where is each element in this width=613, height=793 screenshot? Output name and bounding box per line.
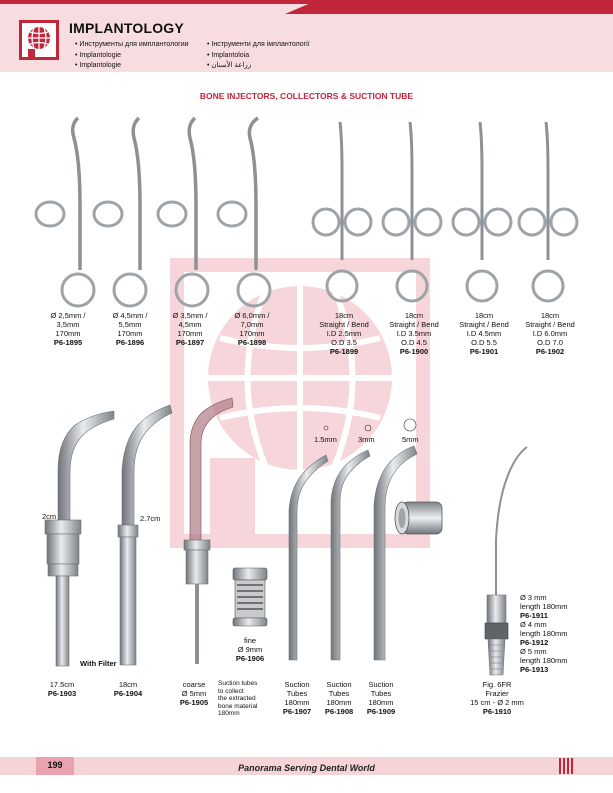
suction-tube-p6-1908	[330, 449, 371, 661]
size-label-3mm: 3mm	[358, 435, 375, 444]
size-circle-3mm	[364, 424, 372, 432]
footer-tagline: Panorama Serving Dental World	[238, 763, 375, 773]
bone-collector-filter-p6-1906	[232, 567, 268, 627]
bone-injector-p6-1898	[216, 116, 272, 308]
page-number: 199	[47, 760, 63, 770]
header-top-line	[0, 0, 613, 4]
suction-tube-p6-1909	[373, 445, 418, 661]
page-number-box	[36, 757, 74, 775]
bone-injector-p6-1896	[92, 116, 148, 308]
caption-p6-1903: 17.5cm P6-1903	[32, 680, 92, 698]
suction-tube-p6-1907	[288, 454, 329, 661]
product-code: P6-1895	[53, 338, 83, 347]
bone-injector-p6-1897	[156, 116, 210, 308]
language-list-left: Инструменты для имплантологии Implantolo…	[75, 40, 189, 72]
product-code: P6-1901	[469, 347, 499, 356]
product-code: P6-1904	[113, 689, 143, 698]
product-code: P6-1897	[175, 338, 205, 347]
bone-collector-p6-1905	[183, 397, 234, 664]
product-code: P6-1902	[535, 347, 565, 356]
suction-cannula-p6-1900	[381, 121, 443, 303]
size-circle-5mm	[403, 418, 417, 432]
language-item: زراعة الأسنان	[207, 61, 310, 72]
language-item: Implantoloia	[207, 51, 310, 62]
footer-band	[0, 757, 613, 775]
product-code: P6-1907	[282, 707, 312, 716]
frazier-suction-tip-p6-1910	[484, 446, 528, 676]
language-list-right: Інструменти для імплантології Implantolo…	[207, 40, 310, 72]
language-item: Implantologie	[75, 51, 189, 62]
bone-collector-p6-1904	[117, 404, 173, 666]
product-code: P6-1900	[399, 347, 429, 356]
language-item: Інструменти для імплантології	[207, 40, 309, 51]
bone-collector-p6-1903	[44, 410, 115, 667]
suction-cannula-p6-1901	[451, 121, 513, 303]
dimension-label-2cm: 2cm	[42, 512, 57, 521]
page-title: IMPLANTOLOGY	[69, 20, 184, 36]
language-item: Инструменты для имплантологии	[75, 40, 188, 51]
suction-cannula-p6-1899	[311, 121, 373, 303]
product-code: P6-1898	[237, 338, 267, 347]
size-label-5mm: 5mm	[402, 435, 419, 444]
language-item: Implantologie	[75, 61, 189, 72]
size-circle-1-5mm	[323, 425, 329, 431]
product-code: P6-1896	[115, 338, 145, 347]
dimension-label-2-7cm: 2.7cm	[140, 514, 161, 523]
product-code: P6-1908	[324, 707, 354, 716]
caption-p6-1904: 18cm P6-1904	[98, 680, 158, 698]
product-code: P6-1913	[520, 665, 549, 674]
header-accent-stripe	[285, 0, 613, 14]
footer-bars-icon	[559, 758, 575, 779]
bone-injector-p6-1895	[34, 116, 96, 308]
product-code: P6-1906	[235, 654, 265, 663]
panorama-logo-icon	[19, 20, 59, 60]
product-code: P6-1910	[482, 707, 512, 716]
with-filter-label: With Filter	[80, 659, 117, 668]
section-title: BONE INJECTORS, COLLECTORS & SUCTION TUB…	[199, 91, 414, 101]
product-code: P6-1909	[366, 707, 396, 716]
suction-cannula-p6-1902	[517, 121, 579, 303]
size-label-1-5mm: 1.5mm	[314, 435, 337, 444]
product-code: P6-1912	[520, 638, 549, 647]
product-code: P6-1899	[329, 347, 359, 356]
product-code: P6-1911	[520, 611, 548, 620]
product-code: P6-1905	[179, 698, 209, 707]
tube-sleeve-illustration	[394, 501, 443, 535]
product-code: P6-1903	[47, 689, 77, 698]
